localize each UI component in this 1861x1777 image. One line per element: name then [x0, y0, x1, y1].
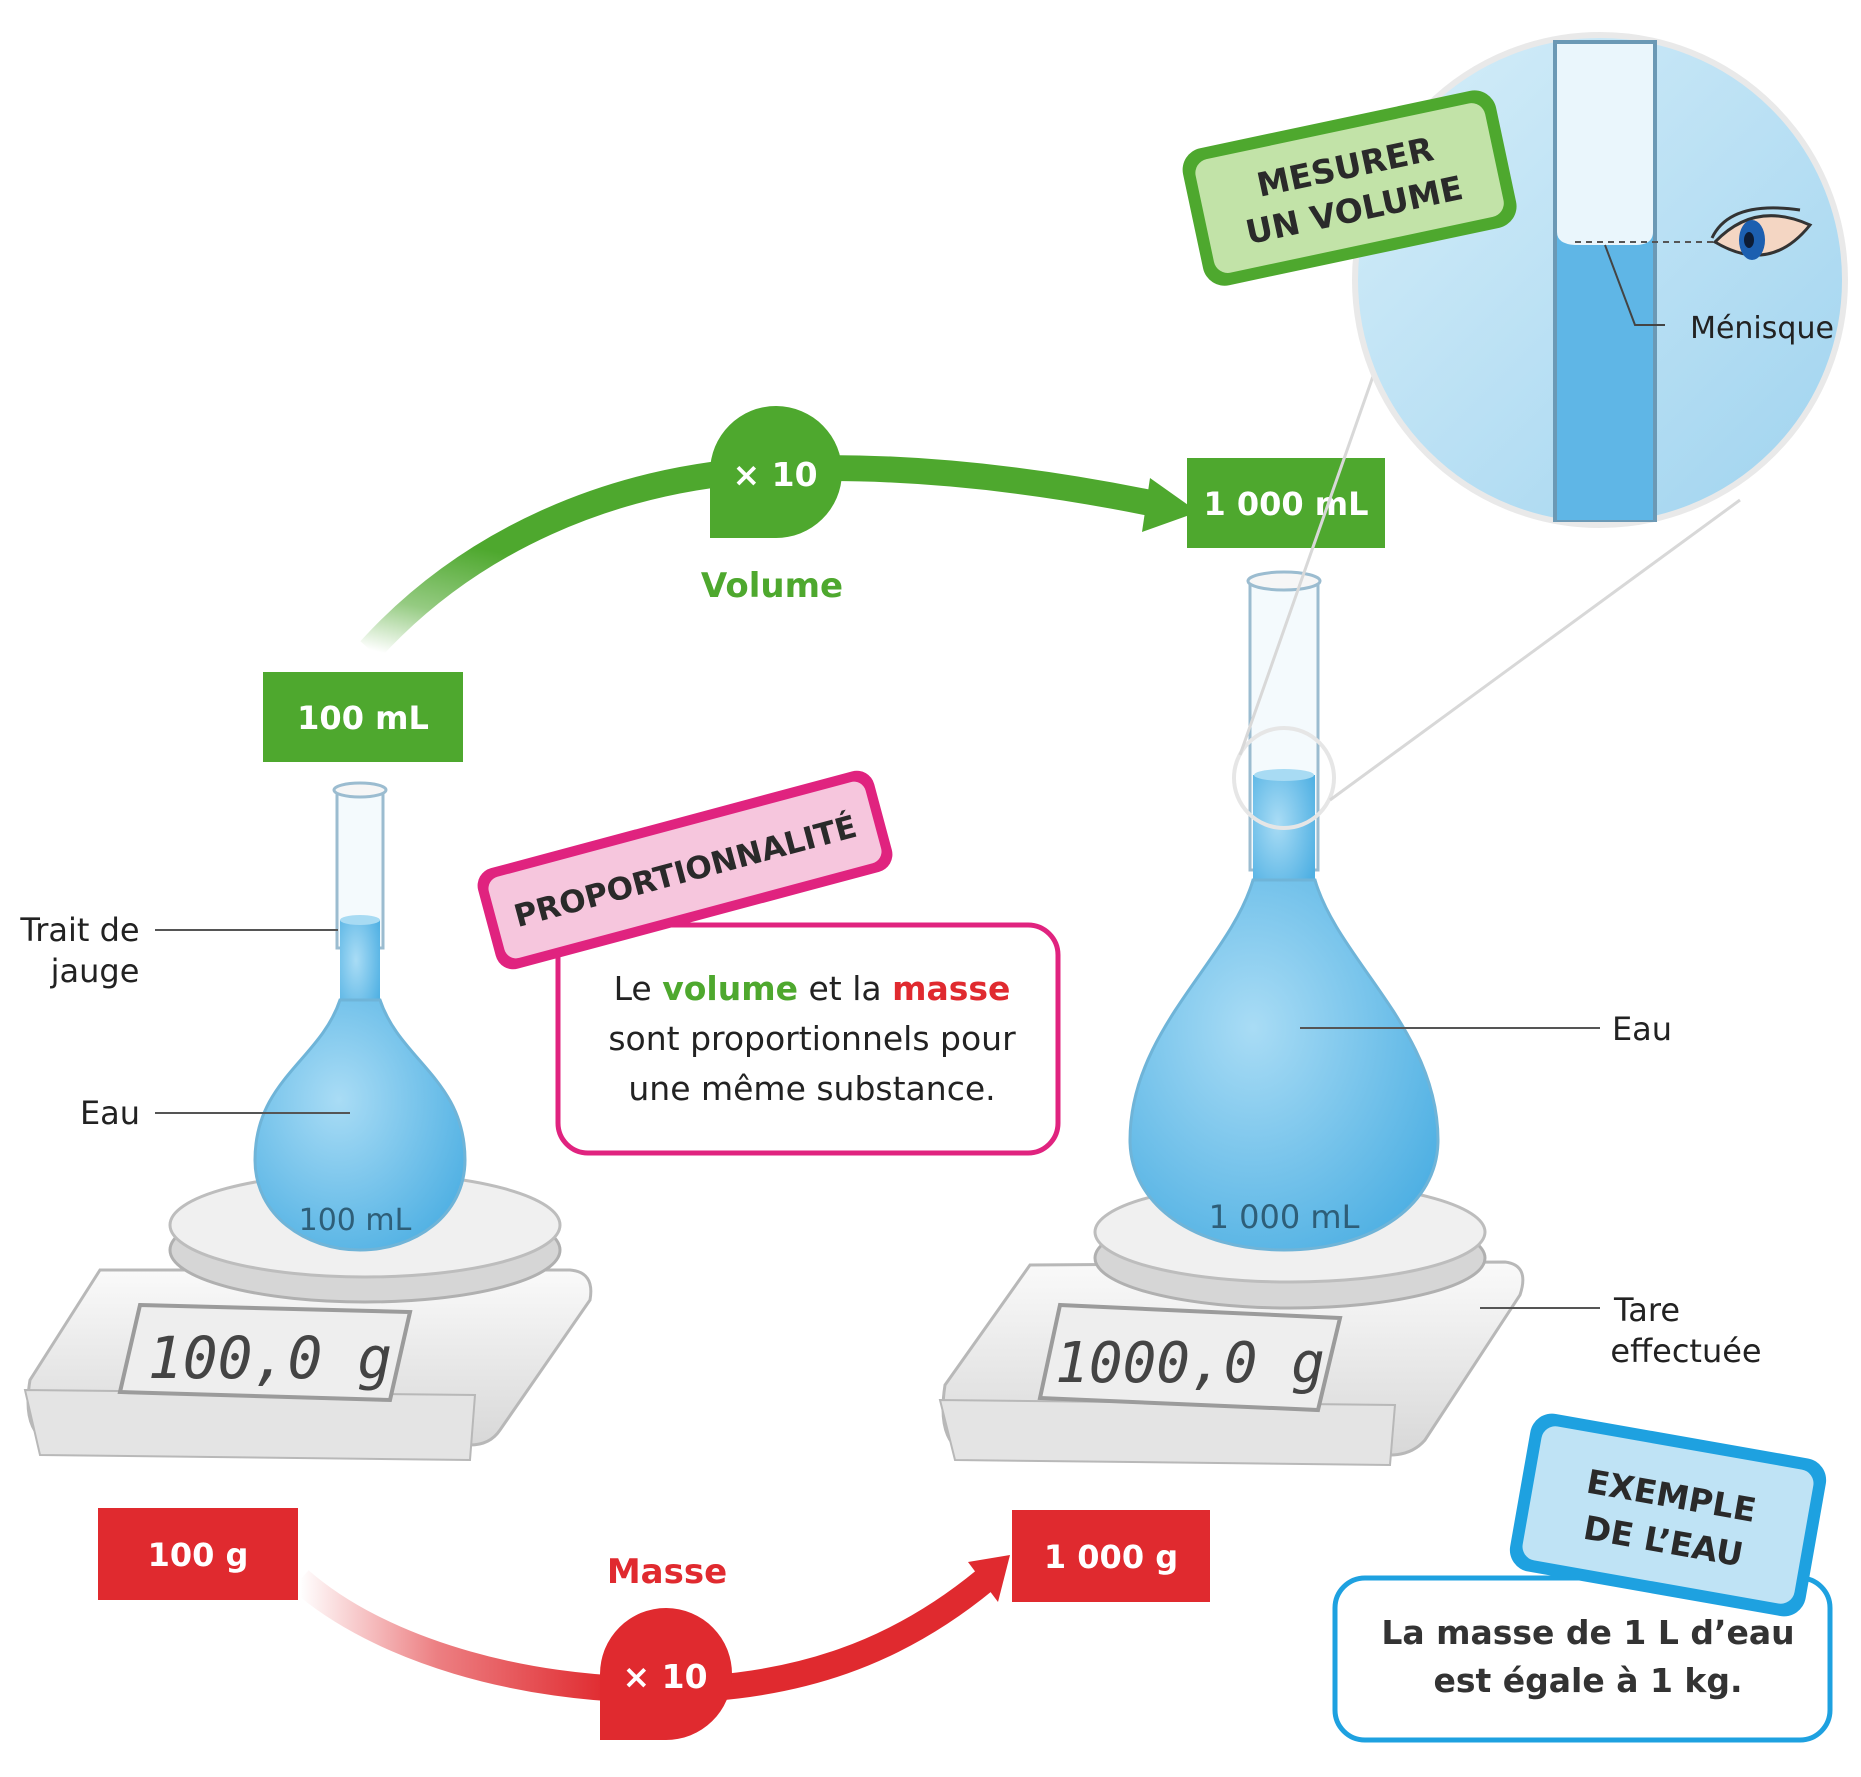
- volume-label: Volume: [701, 566, 843, 606]
- small-volume-tag: [263, 672, 463, 762]
- water-example-tag: EXEMPLE DE L’EAU: [1509, 1413, 1827, 1617]
- volume-factor-label: × 10: [732, 455, 817, 494]
- small-scale-reading: 100,0 g: [148, 1324, 392, 1392]
- water-example-line1: La masse de 1 L d’eau: [1381, 1613, 1794, 1652]
- volume-arrow-head: [1142, 478, 1198, 532]
- mass-label: Masse: [607, 1552, 727, 1592]
- proportion-box: [555, 922, 1061, 1156]
- mass-factor-badge: [600, 1608, 732, 1741]
- large-mass-value: 1 000 g: [1044, 1538, 1178, 1576]
- large-volume-tag: [1187, 458, 1385, 548]
- small-mass-tag: [98, 1508, 298, 1600]
- small-water-label: Eau: [80, 1094, 140, 1132]
- small-flask: 100 mL: [253, 781, 467, 1252]
- mass-factor-label: × 10: [622, 1657, 707, 1696]
- large-scale-display: [1037, 1302, 1343, 1413]
- mass-arrow-head: [968, 1555, 1010, 1602]
- meniscus-label: Ménisque: [1690, 311, 1834, 346]
- small-volume-value: 100 mL: [297, 699, 429, 737]
- large-mass-tag: [1012, 1510, 1210, 1602]
- tare-label-line2: effectuée: [1610, 1332, 1761, 1370]
- small-scale-display: [117, 1302, 413, 1403]
- zoom-spot: [1232, 726, 1336, 830]
- eye-icon: [1710, 206, 1813, 260]
- large-flask-etched-label: 1 000 mL: [1209, 1198, 1360, 1236]
- large-water-label: Eau: [1612, 1010, 1672, 1048]
- large-scale-reading: 1000,0 g: [1055, 1331, 1325, 1396]
- large-flask: 1 000 mL: [1128, 570, 1440, 1252]
- measure-volume-box: MESURER UN VOLUME: [1182, 90, 1517, 286]
- large-volume-value: 1 000 mL: [1203, 485, 1368, 523]
- small-scale: 100,0 g: [23, 1171, 593, 1462]
- proportion-line3: une même substance.: [628, 1069, 995, 1108]
- large-flask-meniscus: [1254, 769, 1314, 781]
- proportion-line2: sont proportionnels pour: [608, 1019, 1016, 1058]
- volume-factor-badge: [710, 406, 842, 539]
- small-mass-value: 100 g: [148, 1536, 249, 1574]
- zoom-line-bottom: [1329, 498, 1741, 802]
- trait-label-line1: Trait de: [19, 911, 139, 949]
- meniscus-leader: [1604, 244, 1665, 326]
- small-flask-etched-label: 100 mL: [299, 1203, 412, 1238]
- proportion-line1: Le volume et la masse: [614, 969, 1011, 1008]
- trait-label-line2: jauge: [50, 952, 140, 990]
- small-flask-meniscus: [340, 915, 380, 925]
- tare-label-line1: Tare: [1613, 1291, 1680, 1329]
- water-example-line2: est égale à 1 kg.: [1433, 1661, 1742, 1700]
